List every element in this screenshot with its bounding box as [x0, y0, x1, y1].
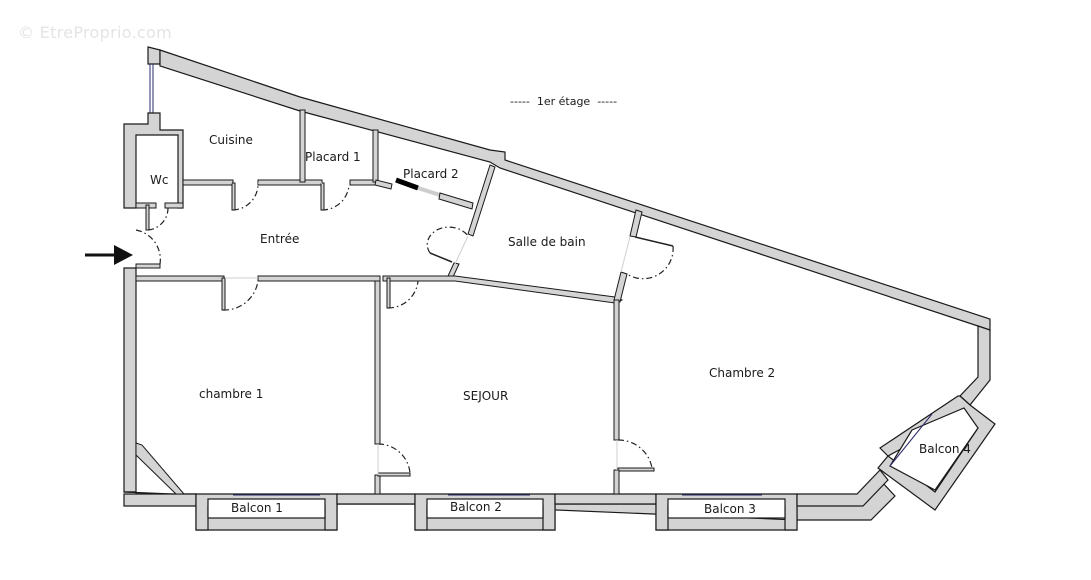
room-label-placard2: Placard 2	[403, 167, 459, 181]
balcony-label-4: Balcon 4	[919, 442, 971, 456]
room-label-chambre1: chambre 1	[199, 387, 263, 401]
room-label-sejour: SEJOUR	[463, 389, 508, 403]
room-label-cuisine: Cuisine	[209, 133, 253, 147]
exterior-walls	[123, 46, 996, 531]
floor-title: ----- 1er étage -----	[510, 95, 618, 108]
room-labels: Cuisine Placard 1 Placard 2 Wc Entrée Sa…	[150, 133, 971, 516]
balcony-label-1: Balcon 1	[231, 501, 283, 515]
balcony-label-3: Balcon 3	[704, 502, 756, 516]
room-label-entree: Entrée	[260, 232, 299, 246]
interior-walls	[135, 109, 674, 495]
balcony-label-2: Balcon 2	[450, 500, 502, 514]
door-swings	[135, 182, 674, 475]
balconies	[207, 407, 979, 519]
watermark: © EtreProprio.com	[18, 23, 172, 42]
room-label-placard1: Placard 1	[305, 150, 361, 164]
room-label-chambre2: Chambre 2	[709, 366, 775, 380]
room-label-salle-de-bain: Salle de bain	[508, 235, 586, 249]
entrance-arrow-icon	[85, 245, 133, 265]
room-label-wc: Wc	[150, 173, 168, 187]
